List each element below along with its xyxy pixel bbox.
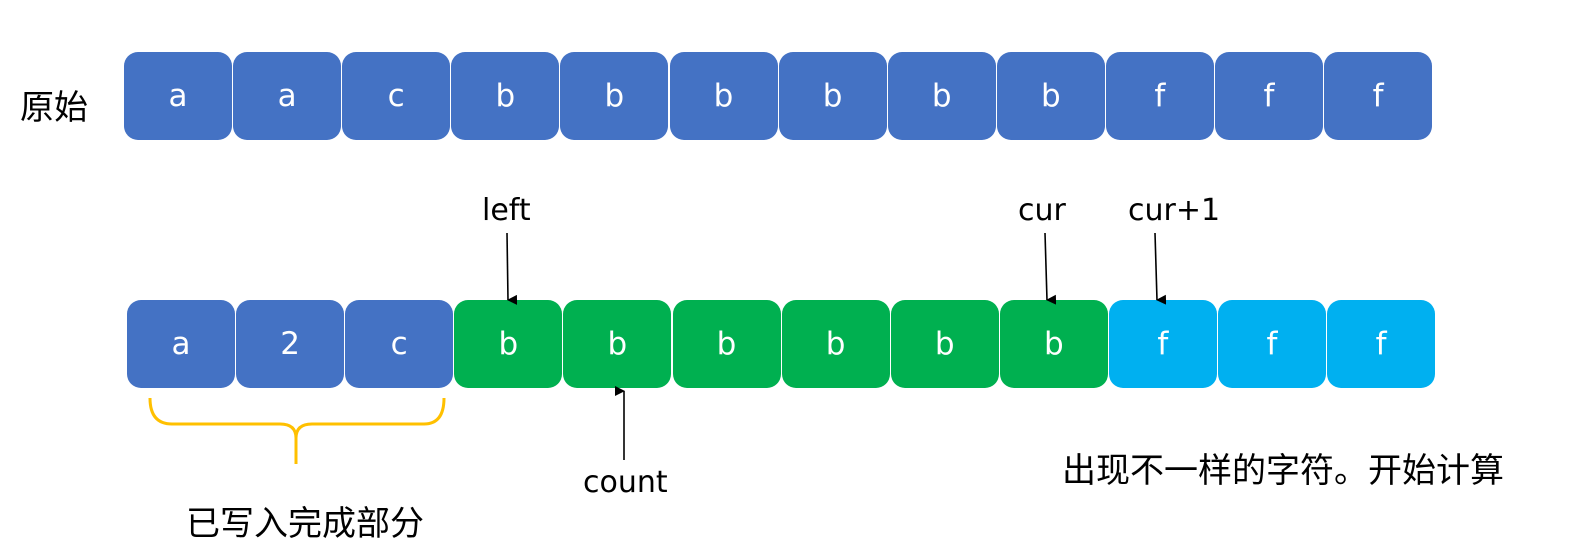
different-char-note: 出现不一样的字符。开始计算 (1062, 451, 1504, 491)
processed-cell-written: 2 (236, 300, 345, 388)
original-cell: c (342, 52, 451, 140)
processed-cell-active: b (999, 300, 1108, 388)
processed-cell-next: f (1108, 300, 1217, 388)
processed-cell-active: b (454, 300, 563, 388)
original-cell: b (669, 52, 778, 140)
original-cell: b (996, 52, 1105, 140)
original-cell: a (233, 52, 342, 140)
left-pointer-arrow (506, 232, 518, 305)
processed-cell-active: b (672, 300, 781, 388)
original-cell: b (451, 52, 560, 140)
left-pointer-label: left (482, 193, 531, 228)
cur-next-pointer-label: cur+1 (1128, 193, 1221, 228)
processed-cell-written: c (345, 300, 454, 388)
original-cell: b (778, 52, 887, 140)
cur-pointer-arrow (1044, 232, 1057, 305)
original-cell: a (124, 52, 232, 140)
original-cell: b (887, 52, 996, 140)
processed-cell-active: b (781, 300, 890, 388)
processed-cell-active: b (563, 300, 672, 388)
written-part-caption: 已写入完成部分 (186, 504, 424, 544)
original-cell: f (1324, 52, 1433, 140)
original-cell: f (1215, 52, 1323, 140)
row-label-original: 原始 (20, 88, 88, 128)
processed-cell-written: a (127, 300, 235, 388)
processed-cell-next: f (1327, 300, 1436, 388)
original-cell: f (1105, 52, 1214, 140)
original-cell: b (560, 52, 669, 140)
cur-pointer-label: cur (1018, 193, 1066, 228)
count-pointer-label: count (583, 465, 668, 500)
written-part-brace (148, 397, 446, 464)
processed-cell-next: f (1218, 300, 1326, 388)
cur-next-pointer-arrow (1154, 232, 1167, 305)
processed-cell-active: b (890, 300, 999, 388)
